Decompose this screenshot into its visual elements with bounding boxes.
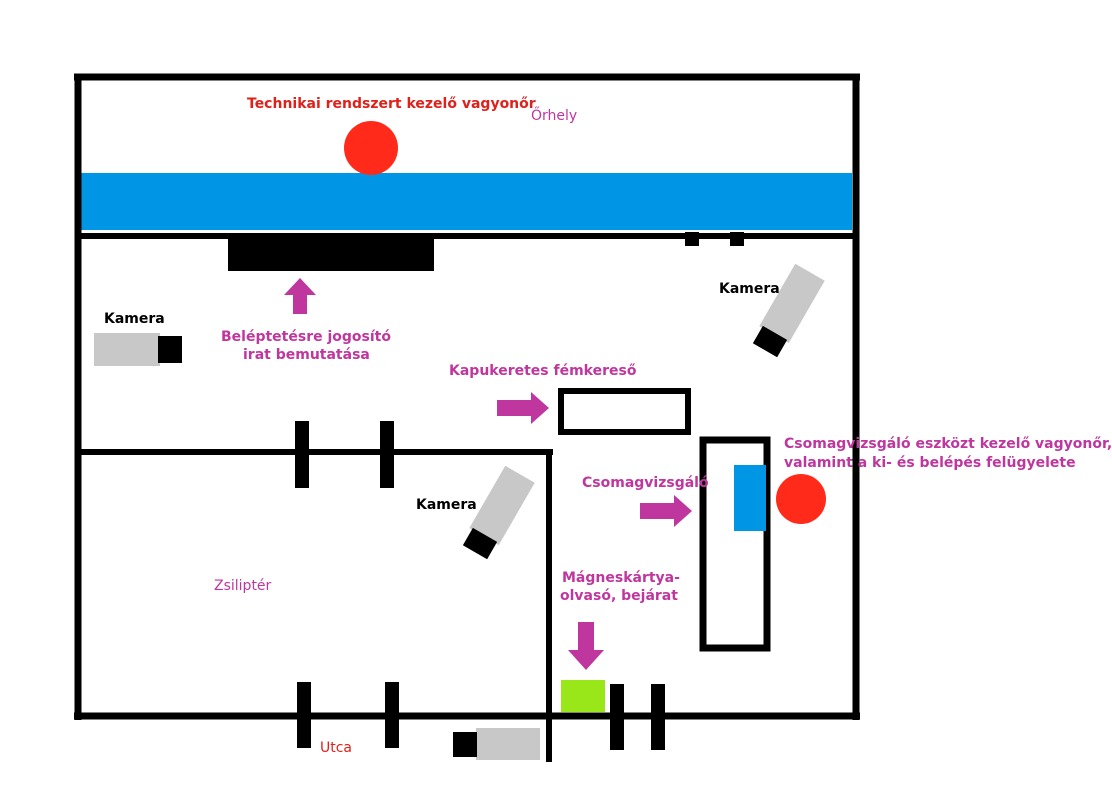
guard-right-label-line2: valamint a ki- és belépés felügyelete xyxy=(784,455,1076,471)
airlock-label: Zsiliptér xyxy=(214,578,272,594)
arrow-up-icon xyxy=(284,278,316,314)
guard-room-label: Őrhely xyxy=(531,106,577,124)
door-post xyxy=(685,232,699,246)
camera-middle-label: Kamera xyxy=(416,497,477,513)
street-label: Utca xyxy=(320,740,352,756)
camera-middle-icon xyxy=(462,465,535,560)
camera-right-label: Kamera xyxy=(719,281,780,297)
arrow-right-icon xyxy=(497,392,549,424)
metal-detector-frame xyxy=(558,388,691,435)
id-check-label-line2: irat bemutatása xyxy=(243,347,370,363)
card-reader-label-line2: olvasó, bejárat xyxy=(560,588,678,604)
outer-walls xyxy=(74,73,860,720)
door-post xyxy=(610,684,624,750)
door-post xyxy=(385,682,399,748)
package-scanner xyxy=(699,436,771,652)
scanner-screen xyxy=(734,465,766,531)
id-check-label-line1: Beléptetésre jogosító xyxy=(221,329,391,345)
card-reader-label-line1: Mágneskártya- xyxy=(562,570,680,586)
camera-right-icon xyxy=(752,263,825,358)
door-post xyxy=(380,421,394,488)
camera-left-icon xyxy=(94,333,182,366)
door-post xyxy=(651,684,665,750)
guard-top-label: Technikai rendszert kezelő vagyonőr xyxy=(247,96,536,112)
arrow-down-icon xyxy=(568,622,604,670)
door-post xyxy=(730,232,744,246)
camera-street-icon xyxy=(453,728,540,760)
metal-detector-label: Kapukeretes fémkereső xyxy=(449,363,637,379)
camera-left-label: Kamera xyxy=(104,311,165,327)
door-post xyxy=(297,682,311,748)
guard-right-label-line1: Csomagvizsgáló eszközt kezelő vagyonőr, xyxy=(784,436,1112,452)
scanner-label: Csomagvizsgáló xyxy=(582,475,709,491)
guard-top-icon xyxy=(344,121,398,175)
guard-right-icon xyxy=(776,474,826,524)
arrow-right-icon xyxy=(640,495,692,527)
guard-counter xyxy=(80,173,852,230)
door-post xyxy=(295,421,309,488)
document-window xyxy=(228,236,434,271)
card-reader xyxy=(561,680,605,712)
